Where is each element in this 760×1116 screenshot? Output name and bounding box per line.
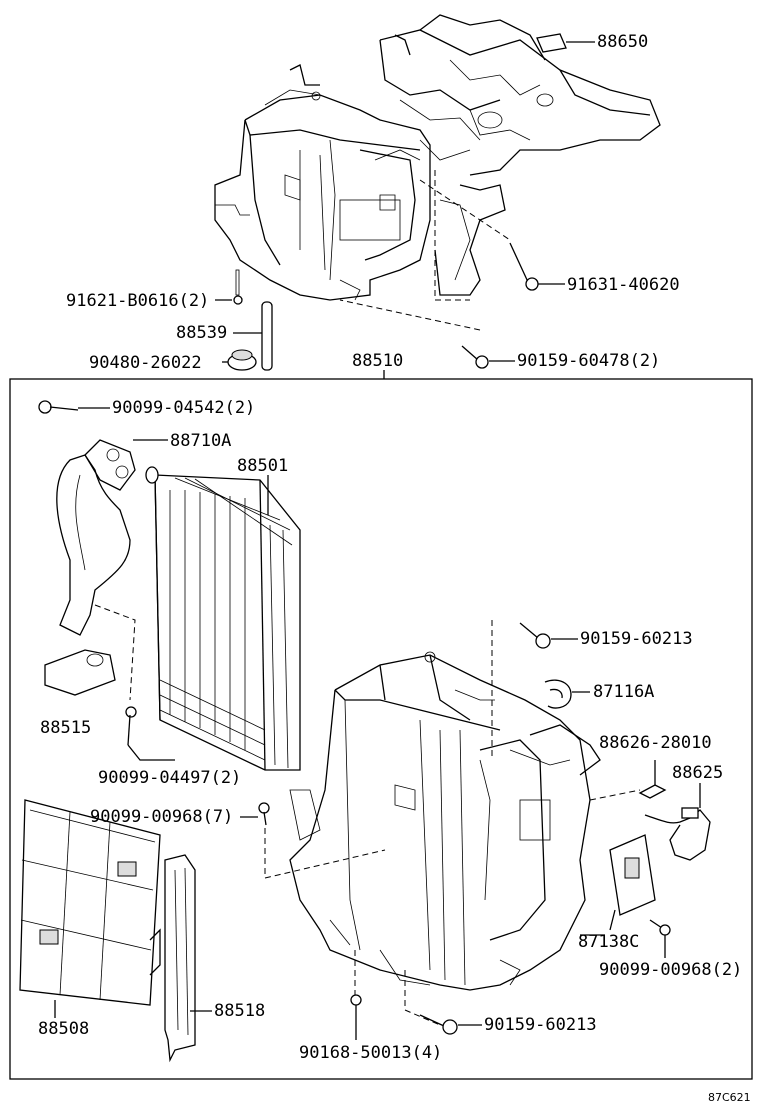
label-91621-b0616: 91621-B0616(2) (66, 291, 210, 311)
label-88518: 88518 (214, 1001, 266, 1021)
screw-90099-00968-2 (649, 919, 671, 958)
label-88625: 88625 (672, 763, 724, 783)
label-91631-40620: 91631-40620 (567, 275, 680, 295)
label-88626-28010: 88626-28010 (599, 733, 712, 753)
label-90159-60213-bottom: 90159-60213 (484, 1015, 597, 1035)
panel-88518 (164, 854, 212, 1063)
screw-90099-04542 (38, 400, 110, 414)
label-88510: 88510 (352, 351, 404, 371)
diagram-code: 87C621 (708, 1091, 751, 1104)
label-88650: 88650 (597, 32, 649, 52)
label-88501: 88501 (237, 456, 289, 476)
label-88710a: 88710A (170, 431, 232, 451)
filter-88508 (19, 799, 161, 1018)
valve-88515 (44, 604, 175, 761)
pipe-88710a (56, 439, 168, 636)
lower-case-drawing (289, 620, 641, 1026)
clip-88626 (638, 760, 667, 799)
label-90099-04497: 90099-04497(2) (98, 768, 242, 788)
label-87138c: 87138C (578, 932, 640, 952)
label-90159-60478: 90159-60478(2) (517, 351, 661, 371)
switch-87138c (580, 834, 656, 936)
label-88515: 88515 (40, 718, 92, 738)
screw-90159-60213-bottom (419, 1014, 482, 1035)
label-90168-50013: 90168-50013(4) (299, 1043, 443, 1063)
screw-90168-50013 (350, 994, 362, 1040)
label-87116a: 87116A (593, 682, 655, 702)
screw-90099-00968-7 (240, 802, 386, 879)
label-88508: 88508 (38, 1019, 90, 1039)
label-90099-00968-2: 90099-00968(2) (599, 960, 743, 980)
hose-87116a (544, 679, 590, 709)
label-90099-04542: 90099-04542(2) (112, 398, 256, 418)
evaporator-88501 (145, 466, 301, 771)
label-90159-60213-top: 90159-60213 (580, 629, 693, 649)
screw-90159-60213-top (519, 622, 578, 649)
label-88539: 88539 (176, 323, 228, 343)
label-90099-00968-7: 90099-00968(7) (90, 807, 234, 827)
label-90480-26022: 90480-26022 (89, 353, 202, 373)
assembly-88510-box (9, 378, 753, 1080)
sensor-88625 (644, 783, 711, 861)
upper-unit-drawing (214, 14, 661, 371)
